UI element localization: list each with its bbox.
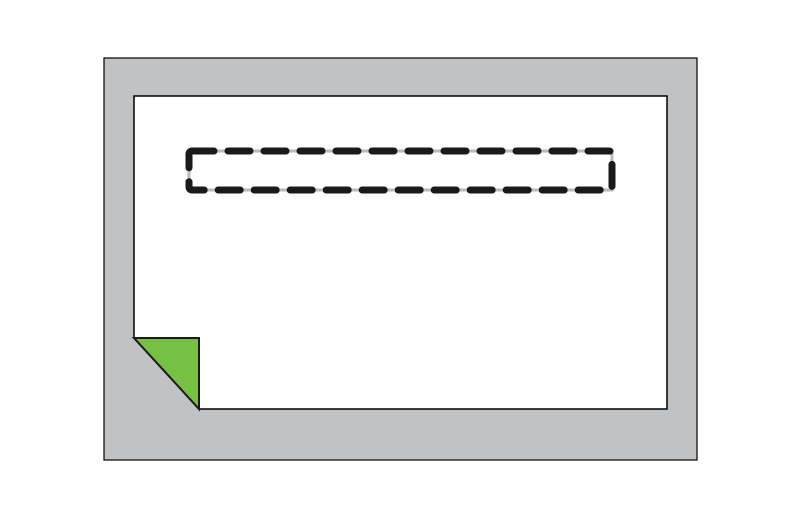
page-with-folded-corner xyxy=(133,95,668,410)
folded-corner-flap xyxy=(131,337,200,412)
dashed-selection-box xyxy=(185,147,616,194)
